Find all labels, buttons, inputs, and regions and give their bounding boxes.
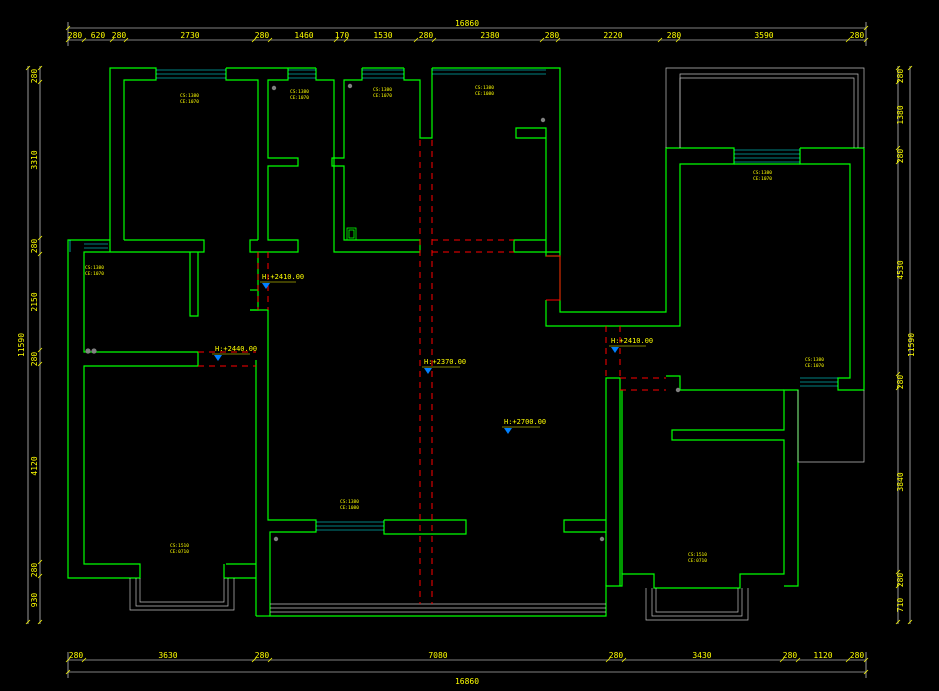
svg-text:280: 280 bbox=[545, 31, 560, 40]
svg-text:CE:1080: CE:1080 bbox=[340, 505, 359, 511]
svg-text:H:+2410.00: H:+2410.00 bbox=[611, 337, 653, 345]
elevation-marker-3: H:+2370.00 bbox=[422, 358, 466, 374]
svg-text:170: 170 bbox=[335, 31, 350, 40]
svg-text:7080: 7080 bbox=[428, 651, 447, 660]
balcony-rails bbox=[129, 67, 865, 621]
svg-text:280: 280 bbox=[850, 31, 865, 40]
svg-text:CS:1510: CS:1510 bbox=[170, 543, 189, 549]
svg-text:CE:0710: CE:0710 bbox=[170, 549, 189, 555]
elevation-marker-4: H:+2410.00 bbox=[609, 337, 653, 353]
elevation-triangle-icon bbox=[262, 283, 270, 289]
svg-text:280: 280 bbox=[896, 149, 905, 164]
svg-text:CE:1070: CE:1070 bbox=[805, 363, 824, 369]
svg-text:280: 280 bbox=[255, 651, 270, 660]
svg-text:1380: 1380 bbox=[896, 105, 905, 124]
svg-text:280: 280 bbox=[30, 69, 39, 84]
svg-text:280: 280 bbox=[783, 651, 798, 660]
beam-lines bbox=[198, 140, 666, 604]
bottom-total-dimension: 16860 bbox=[455, 677, 479, 686]
svg-text:2150: 2150 bbox=[30, 292, 39, 311]
bottom-dimension-labels: 16860 280 3630 280 7080 280 3430 280 112… bbox=[69, 651, 865, 686]
top-total-dimension: 16860 bbox=[455, 19, 479, 28]
svg-text:CS:1380: CS:1380 bbox=[753, 170, 772, 176]
svg-text:3630: 3630 bbox=[158, 651, 177, 660]
svg-text:3430: 3430 bbox=[692, 651, 711, 660]
svg-text:1120: 1120 bbox=[813, 651, 832, 660]
svg-text:2380: 2380 bbox=[480, 31, 499, 40]
svg-text:280: 280 bbox=[68, 31, 83, 40]
window-labels: CS:1380 CE:1070 CS:1380 CE:1070 CS:1380 … bbox=[85, 85, 824, 564]
svg-text:3840: 3840 bbox=[896, 472, 905, 491]
svg-text:280: 280 bbox=[609, 651, 624, 660]
svg-text:CE:1070: CE:1070 bbox=[85, 271, 104, 277]
svg-text:280: 280 bbox=[896, 375, 905, 390]
elevation-markers: H:+2410.00 H:+2440.00 H:+2370.00 H:+2410… bbox=[212, 273, 653, 434]
svg-text:H:+2440.00: H:+2440.00 bbox=[215, 345, 257, 353]
svg-text:CE:1070: CE:1070 bbox=[373, 93, 392, 99]
svg-text:3590: 3590 bbox=[754, 31, 773, 40]
svg-text:4120: 4120 bbox=[30, 456, 39, 475]
svg-text:CS:1380: CS:1380 bbox=[475, 85, 494, 91]
svg-text:H:+2410.00: H:+2410.00 bbox=[262, 273, 304, 281]
svg-text:280: 280 bbox=[255, 31, 270, 40]
svg-text:CS:1380: CS:1380 bbox=[290, 89, 309, 95]
svg-text:710: 710 bbox=[896, 598, 905, 613]
elevation-marker-2: H:+2440.00 bbox=[212, 345, 257, 361]
right-dimension-chain bbox=[897, 66, 911, 624]
svg-text:930: 930 bbox=[30, 593, 39, 608]
right-dimension-labels: 11590 280 1380 280 4530 280 3840 280 710 bbox=[896, 69, 916, 613]
svg-text:CS:1380: CS:1380 bbox=[805, 357, 824, 363]
svg-text:CS:1380: CS:1380 bbox=[373, 87, 392, 93]
svg-text:H:+2700.00: H:+2700.00 bbox=[504, 418, 546, 426]
bottom-dimension-chain bbox=[67, 652, 867, 678]
svg-text:280: 280 bbox=[896, 69, 905, 84]
right-total-dimension: 11590 bbox=[907, 333, 916, 357]
svg-text:2220: 2220 bbox=[603, 31, 622, 40]
svg-text:3310: 3310 bbox=[30, 150, 39, 169]
pipe-markers bbox=[85, 83, 681, 542]
elevation-triangle-icon bbox=[214, 355, 222, 361]
svg-text:280: 280 bbox=[30, 239, 39, 254]
svg-text:280: 280 bbox=[30, 352, 39, 367]
svg-text:CE:1080: CE:1080 bbox=[475, 91, 494, 97]
svg-text:280: 280 bbox=[112, 31, 127, 40]
left-dimension-labels: 11590 280 3310 280 2150 280 4120 280 930 bbox=[17, 69, 39, 608]
top-dimension-labels: 16860 280 620 280 2730 280 1460 170 1530… bbox=[68, 19, 865, 40]
elevation-triangle-icon bbox=[611, 347, 619, 353]
svg-text:CE:1070: CE:1070 bbox=[290, 95, 309, 101]
top-dimension-chain bbox=[67, 22, 867, 46]
svg-text:280: 280 bbox=[850, 651, 865, 660]
svg-text:CE:1070: CE:1070 bbox=[753, 176, 772, 182]
svg-text:280: 280 bbox=[419, 31, 434, 40]
svg-text:4530: 4530 bbox=[896, 260, 905, 279]
svg-text:CS:1510: CS:1510 bbox=[688, 552, 707, 558]
svg-text:620: 620 bbox=[91, 31, 106, 40]
svg-text:CS:1380: CS:1380 bbox=[180, 93, 199, 99]
elevation-triangle-icon bbox=[424, 368, 432, 374]
svg-text:1460: 1460 bbox=[294, 31, 313, 40]
svg-text:H:+2370.00: H:+2370.00 bbox=[424, 358, 466, 366]
svg-text:280: 280 bbox=[667, 31, 682, 40]
svg-text:280: 280 bbox=[30, 563, 39, 578]
svg-text:CE:0710: CE:0710 bbox=[688, 558, 707, 564]
svg-text:CS:1380: CS:1380 bbox=[85, 265, 104, 271]
svg-text:CS:1380: CS:1380 bbox=[340, 499, 359, 505]
elevation-marker-1: H:+2410.00 bbox=[260, 273, 304, 289]
shaft-box bbox=[346, 227, 357, 241]
windows bbox=[69, 69, 838, 531]
left-total-dimension: 11590 bbox=[17, 333, 26, 357]
svg-text:2730: 2730 bbox=[180, 31, 199, 40]
elevation-marker-5: H:+2700.00 bbox=[502, 418, 546, 434]
svg-text:CE:1070: CE:1070 bbox=[180, 99, 199, 105]
svg-text:280: 280 bbox=[69, 651, 84, 660]
beam-red-box bbox=[546, 255, 561, 301]
dimension-ticks bbox=[25, 25, 913, 675]
left-dimension-chain bbox=[27, 66, 41, 624]
svg-text:280: 280 bbox=[896, 573, 905, 588]
elevation-triangle-icon bbox=[504, 428, 512, 434]
svg-text:1530: 1530 bbox=[373, 31, 392, 40]
